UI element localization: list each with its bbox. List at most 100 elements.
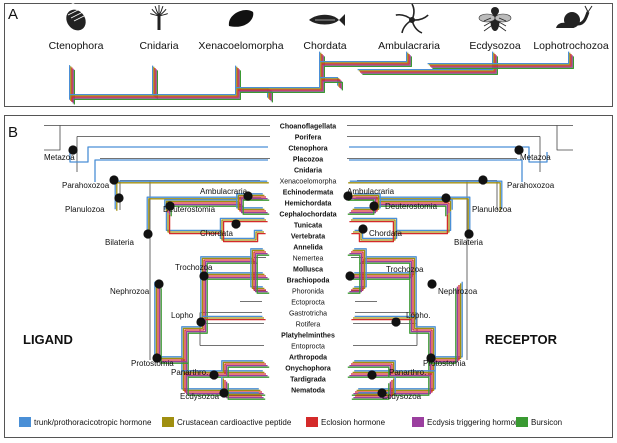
panel-a-branch [323, 55, 411, 66]
panel-a-branch [324, 81, 343, 91]
receptor-clade-panarthro: Panarthro. [389, 368, 426, 377]
taxon-entoprocta: Entoprocta [291, 344, 325, 351]
receptor-label: RECEPTOR [485, 332, 558, 347]
gene-lineage-line [256, 263, 270, 294]
gene-lineage-line [237, 201, 265, 211]
ligand-clade-node [231, 219, 241, 229]
gene-lineage-line [347, 263, 361, 294]
panel-a-taxon-chordata: Chordata [303, 40, 346, 52]
legend-swatch [19, 417, 31, 427]
gene-lineage-line [349, 159, 523, 182]
receptor-clade-node [377, 388, 387, 398]
panel-a [4, 3, 613, 107]
panel-a-taxon-xenacoelomorpha: Xenacoelomorpha [198, 40, 283, 52]
ligand-clade-ecdysozoa: Ecdysozoa [180, 392, 220, 401]
panel-a-branch [71, 68, 156, 102]
taxon-choanoflagellata: Choanoflagellata [280, 124, 337, 131]
panel-a-branch [239, 55, 324, 92]
gene-lineage-line [351, 260, 364, 291]
gene-lineage-line [240, 204, 268, 214]
ligand-clade-nephrozoa: Nephrozoa [110, 287, 150, 296]
panel-a-branch [427, 51, 570, 65]
panel-a-branch [362, 56, 498, 75]
gene-lineage-line [225, 381, 264, 399]
legend-swatch [516, 417, 528, 427]
fish-icon [309, 14, 345, 26]
ligand-clade-node [243, 191, 253, 201]
receptor-clade-node [358, 224, 368, 234]
gene-lineage-line [221, 360, 263, 371]
gene-lineage-line [349, 364, 392, 376]
panel-a-branch [357, 51, 494, 71]
panel-a-branch [428, 52, 571, 66]
ligand-clade-protostomia: Protostomia [131, 359, 174, 368]
taxon-annelida: Annelida [293, 245, 323, 252]
receptor-clade-trochozoa: Trochozoa [386, 265, 424, 274]
taxon-mollusca: Mollusca [293, 267, 323, 274]
taxon-gastrotricha: Gastrotricha [289, 311, 327, 318]
receptor-clade-node [441, 193, 451, 203]
taxon-phoronida: Phoronida [292, 289, 324, 296]
ligand-clade-node [152, 353, 162, 363]
taxon-brachiopoda: Brachiopoda [287, 278, 330, 285]
panel-a-branch [322, 54, 410, 65]
panel-a-taxon-ecdysozoa: Ecdysozoa [469, 40, 521, 52]
gene-lineage-line [222, 232, 266, 243]
backbone-branch [44, 125, 61, 151]
taxon-cephalochordata: Cephalochordata [279, 212, 336, 219]
ligand-clade-trochozoa: Trochozoa [175, 263, 213, 272]
gene-lineage-line [222, 361, 265, 373]
panel-a-branch [236, 52, 322, 90]
panel-a-branch [358, 52, 495, 72]
panel-a-letter: A [8, 6, 18, 23]
gene-lineage-line [349, 146, 548, 163]
ligand-clade-node [219, 388, 229, 398]
panel-a-branch [157, 70, 241, 100]
receptor-clade-node [369, 201, 379, 211]
gene-lineage-line [146, 196, 262, 236]
ligand-clade-node [209, 370, 219, 380]
gene-lineage-line [250, 256, 263, 288]
backbone-branch [347, 136, 541, 172]
backbone-branch [556, 125, 573, 151]
gene-lineage-line [182, 273, 265, 359]
taxon-cnidaria: Cnidaria [294, 168, 322, 175]
gene-lineage-line [356, 378, 395, 396]
panel-a-taxon-ctenophora: Ctenophora [49, 40, 104, 52]
gene-lineage-line [236, 199, 263, 209]
panel-a-branch [431, 55, 573, 68]
receptor-clade-deuterostomia: Deuterostomia [385, 202, 438, 211]
receptor-clade-node [345, 271, 355, 281]
fly-icon [478, 7, 512, 32]
receptor-clade-node [343, 191, 353, 201]
ligand-clade-node [165, 201, 175, 211]
ligand-clade-bilateria: Bilateria [105, 238, 134, 247]
gene-lineage-line [354, 199, 381, 209]
ligand-clade-deuterostomia: Deuterostomia [163, 205, 216, 214]
gene-lineage-line [351, 275, 433, 360]
ligand-clade-node [114, 193, 124, 203]
gene-lineage-line [184, 275, 266, 360]
ligand-clade-parahoxozoa: Parahoxozoa [62, 181, 110, 190]
gene-lineage-line [251, 258, 265, 290]
taxon-platyhelminthes: Platyhelminthes [281, 333, 335, 340]
backbone-branch [76, 136, 270, 172]
ligand-clade-chordata: Chordata [200, 229, 233, 238]
receptor-clade-metazoa: Metazoa [520, 153, 551, 162]
gene-lineage-line [349, 276, 432, 362]
ligand-clade-metazoa: Metazoa [44, 153, 75, 162]
legend-swatch [412, 417, 424, 427]
receptor-clade-node [426, 353, 436, 363]
ligand-clade-node [109, 175, 119, 185]
taxon-ectoprocta: Ectoprocta [291, 300, 325, 307]
ligand-clade-node [196, 317, 206, 327]
panel-a-branch [240, 56, 325, 93]
sea-star-icon [395, 3, 429, 34]
panel-b [4, 115, 613, 438]
gene-lineage-line [351, 363, 393, 374]
gene-lineage-line [354, 198, 469, 237]
panel-a-branch [155, 68, 239, 98]
taxon-ctenophora: Ctenophora [288, 146, 327, 153]
legend-label: Ecdysis triggering hormone [427, 418, 524, 427]
receptor-clade-ecdysozoa: Ecdysozoa [382, 392, 422, 401]
